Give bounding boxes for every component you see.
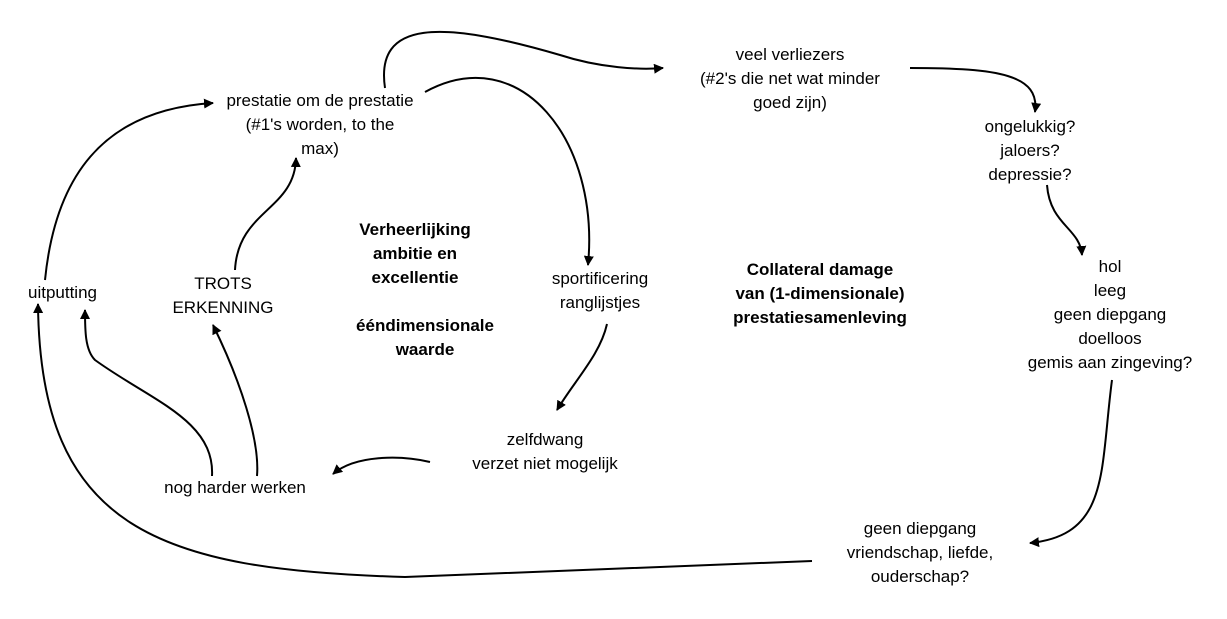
title-eendimensionale-line2: waarde: [395, 340, 455, 359]
title-eendimensionale-line1: ééndimensionale: [356, 316, 494, 335]
node-prestatie-line3: max): [301, 139, 339, 158]
node-trots: TROTS ERKENNING: [158, 272, 288, 320]
title-verheerlijking-line3: excellentie: [371, 268, 459, 287]
node-zelfdwang-line1: zelfdwang: [506, 430, 584, 449]
node-sportificering-line1: sportificering: [551, 269, 649, 288]
title-collateral-line3: prestatiesamenleving: [733, 308, 907, 327]
node-zelfdwang-line2: verzet niet mogelijk: [472, 454, 618, 473]
node-hol-line1: hol: [1098, 257, 1122, 276]
arrow-trots-to-prestatie: [234, 157, 301, 271]
arrow-diepgang-to-uitputting: [33, 303, 813, 579]
arrow-harder-to-trots: [212, 324, 259, 477]
node-hol-line3: geen diepgang: [1053, 305, 1167, 324]
title-verheerlijking-line2: ambitie en: [372, 244, 458, 263]
arrow-verliezers-to-ongelukkig: [909, 67, 1042, 113]
node-hol-line4: doelloos: [1078, 329, 1142, 348]
title-collateral-damage: Collateral damage van (1-dimensionale) p…: [700, 258, 940, 330]
node-ongelukkig-line2: jaloers?: [1000, 141, 1060, 160]
node-trots-line2: ERKENNING: [172, 298, 274, 317]
node-sportificering-line2: ranglijstjes: [559, 293, 641, 312]
node-prestatie-line2: (#1's worden, to the: [245, 115, 395, 134]
node-hol-line5: gemis aan zingeving?: [1027, 353, 1193, 372]
node-geen-diepgang-line3: ouderschap?: [870, 567, 970, 586]
node-verliezers-line2: (#2's die net wat minder: [700, 69, 880, 88]
node-prestatie-line1: prestatie om de prestatie: [226, 91, 414, 110]
node-ongelukkig-line1: ongelukkig?: [984, 117, 1076, 136]
node-harder-werken: nog harder werken: [145, 476, 325, 500]
arrow-uitputting-to-prestatie: [44, 98, 214, 281]
title-verheerlijking-line1: Verheerlijking: [359, 220, 471, 239]
node-verliezers-line1: veel verliezers: [735, 45, 845, 64]
title-collateral-line1: Collateral damage: [746, 260, 894, 279]
node-harder-werken-line1: nog harder werken: [164, 478, 306, 497]
arrow-harder-to-uitputting: [80, 309, 214, 477]
title-verheerlijking: Verheerlijking ambitie en excellentie: [340, 218, 490, 290]
arrow-sportificering-to-zelfdwang: [556, 323, 608, 411]
node-verliezers: veel verliezers (#2's die net wat minder…: [665, 43, 915, 115]
node-uitputting: uitputting: [15, 281, 110, 305]
node-hol-line2: leeg: [1093, 281, 1127, 300]
arrow-hol-to-diepgang: [1029, 379, 1113, 548]
arrow-ongelukkig-to-hol: [1046, 184, 1087, 256]
node-geen-diepgang-line2: vriendschap, liefde,: [846, 543, 994, 562]
node-hol: hol leeg geen diepgang doelloos gemis aa…: [1010, 255, 1210, 375]
node-verliezers-line3: goed zijn): [753, 93, 827, 112]
node-geen-diepgang: geen diepgang vriendschap, liefde, ouder…: [820, 517, 1020, 589]
arrow-prestatie-to-sportificering: [424, 77, 594, 266]
title-eendimensionale: ééndimensionale waarde: [335, 314, 515, 362]
node-prestatie: prestatie om de prestatie (#1's worden, …: [205, 89, 435, 161]
node-geen-diepgang-line1: geen diepgang: [863, 519, 977, 538]
arrow-prestatie-to-verliezers: [383, 30, 664, 89]
node-sportificering: sportificering ranglijstjes: [530, 267, 670, 315]
title-collateral-line2: van (1-dimensionale): [735, 284, 905, 303]
node-zelfdwang: zelfdwang verzet niet mogelijk: [450, 428, 640, 476]
arrow-zelfdwang-to-harder: [332, 456, 431, 475]
node-trots-line1: TROTS: [194, 274, 252, 293]
node-uitputting-line1: uitputting: [28, 283, 97, 302]
node-ongelukkig: ongelukkig? jaloers? depressie?: [960, 115, 1100, 187]
node-ongelukkig-line3: depressie?: [988, 165, 1072, 184]
